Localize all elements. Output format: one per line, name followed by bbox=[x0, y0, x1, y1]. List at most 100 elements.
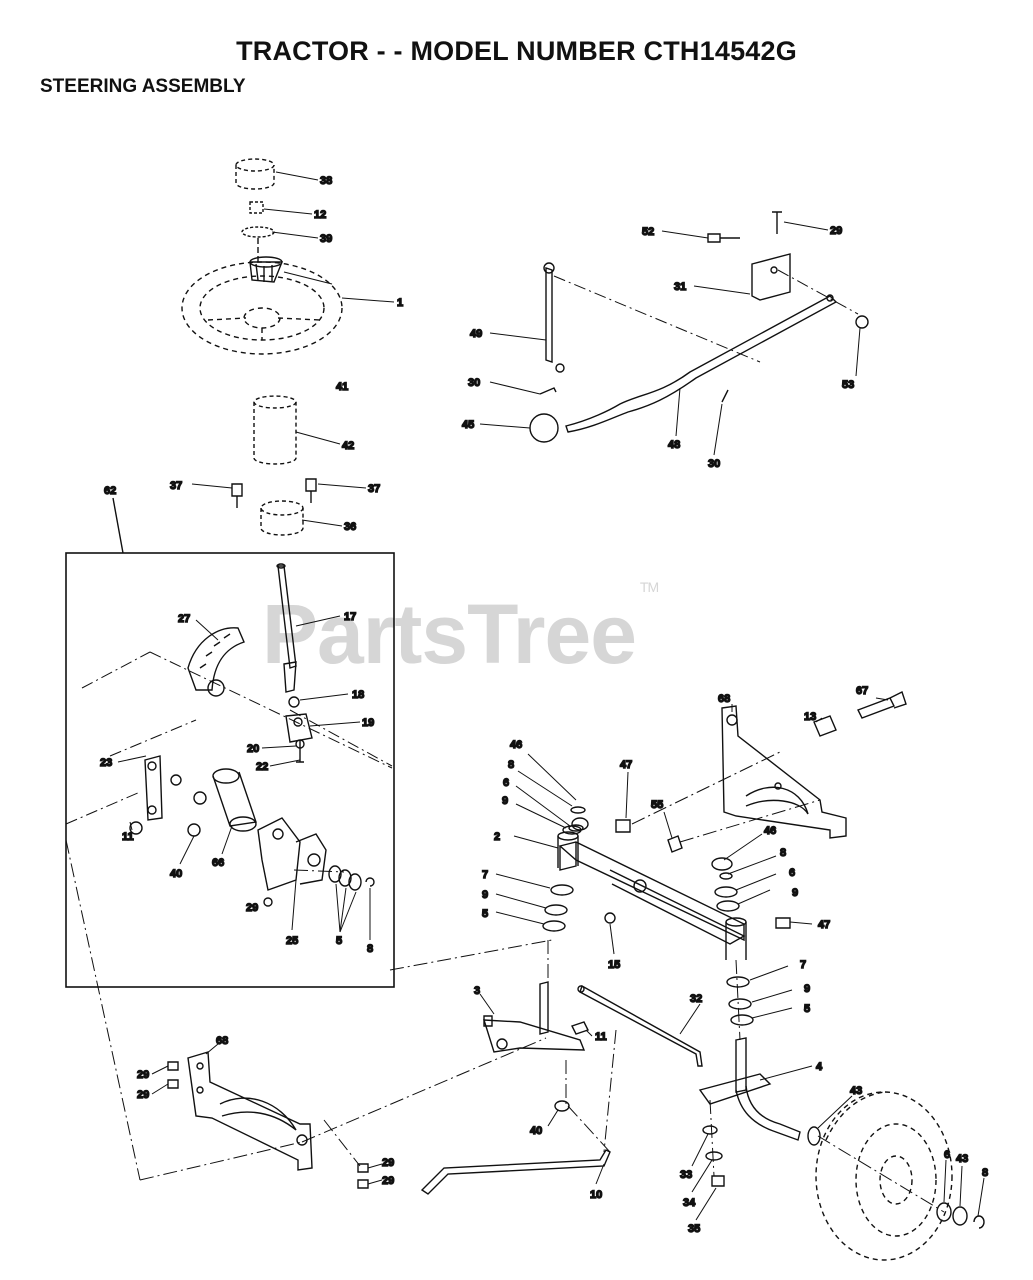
washer bbox=[544, 904, 568, 916]
washer bbox=[728, 998, 752, 1010]
callout-4: 4 bbox=[816, 1061, 823, 1073]
assembly-lines bbox=[65, 651, 393, 825]
steering-wheel bbox=[181, 261, 343, 355]
callout-6: 6 bbox=[789, 867, 795, 879]
washer bbox=[716, 900, 740, 912]
callout-43: 43 bbox=[956, 1153, 968, 1165]
nut bbox=[249, 201, 264, 214]
callout-38: 38 bbox=[320, 175, 332, 187]
callout-27: 27 bbox=[178, 613, 190, 625]
watermark-text: PartsTree bbox=[262, 587, 637, 681]
callout-43: 43 bbox=[850, 1085, 862, 1097]
callout-9: 9 bbox=[482, 889, 488, 901]
spacer-55 bbox=[667, 835, 683, 853]
flange-nut-47 bbox=[775, 917, 791, 929]
knob-45 bbox=[529, 413, 559, 443]
assembly-lines bbox=[65, 751, 945, 1213]
steering-adapter bbox=[249, 256, 284, 283]
lock-nut-53 bbox=[855, 315, 869, 329]
page-title: TRACTOR - - MODEL NUMBER CTH14542G bbox=[236, 36, 797, 66]
spindle-4 bbox=[698, 1037, 801, 1141]
washer-33 bbox=[702, 1125, 718, 1135]
callout-20: 20 bbox=[247, 743, 259, 755]
callout-40: 40 bbox=[530, 1125, 542, 1137]
callout-68: 68 bbox=[718, 693, 730, 705]
callout-33: 33 bbox=[680, 1169, 692, 1181]
front-wheel bbox=[815, 1091, 953, 1261]
nut-35 bbox=[711, 1175, 725, 1187]
callout-12: 12 bbox=[314, 209, 326, 221]
leader-lines bbox=[117, 171, 985, 1221]
callout-29: 29 bbox=[830, 225, 842, 237]
bolt bbox=[263, 897, 273, 907]
bushing-66 bbox=[193, 768, 257, 832]
hex-nut bbox=[187, 823, 201, 837]
callout-labels: 38 12 39 1 41 42 37 37 36 62 17 27 18 19… bbox=[99, 174, 989, 1235]
spacer-13 bbox=[813, 715, 837, 737]
callout-18: 18 bbox=[352, 689, 364, 701]
callout-13: 13 bbox=[804, 711, 816, 723]
cotter-pin bbox=[539, 387, 557, 395]
screw bbox=[357, 1179, 369, 1189]
axle-spindle-left bbox=[557, 831, 579, 868]
callout-35: 35 bbox=[688, 1223, 700, 1235]
washer bbox=[288, 696, 300, 708]
drag-link-49 bbox=[543, 262, 565, 373]
screw bbox=[167, 1061, 179, 1071]
callout-49: 49 bbox=[470, 328, 482, 340]
pivot-bracket bbox=[257, 817, 327, 891]
cap bbox=[711, 857, 733, 871]
screw bbox=[357, 1163, 369, 1173]
washer bbox=[568, 824, 584, 832]
callout-8: 8 bbox=[982, 1167, 988, 1179]
bushing bbox=[260, 500, 304, 536]
callout-39: 39 bbox=[320, 233, 332, 245]
mounting-bracket-31 bbox=[751, 253, 791, 301]
axle-spindle-right bbox=[725, 917, 747, 960]
callout-29: 29 bbox=[382, 1157, 394, 1169]
washer bbox=[542, 920, 566, 932]
callout-42: 42 bbox=[342, 440, 354, 452]
screw bbox=[305, 478, 317, 503]
callout-9: 9 bbox=[502, 795, 508, 807]
callout-47: 47 bbox=[818, 919, 830, 931]
callout-7: 7 bbox=[800, 959, 806, 971]
callout-31: 31 bbox=[674, 281, 686, 293]
nut-15 bbox=[604, 912, 616, 924]
callout-29: 29 bbox=[137, 1069, 149, 1081]
inset-frame bbox=[65, 552, 395, 988]
callout-5: 5 bbox=[336, 935, 342, 947]
callout-67: 67 bbox=[856, 685, 868, 697]
section-title: STEERING ASSEMBLY bbox=[40, 76, 246, 97]
callout-48: 48 bbox=[668, 439, 680, 451]
callout-68: 68 bbox=[216, 1035, 228, 1047]
washer-6 bbox=[936, 1202, 952, 1222]
callout-6: 6 bbox=[944, 1149, 950, 1161]
callout-9: 9 bbox=[804, 983, 810, 995]
washer bbox=[348, 873, 362, 891]
thrust-washer bbox=[726, 976, 750, 988]
frame-bracket-68-left bbox=[187, 1051, 313, 1171]
steering-rod-48 bbox=[565, 294, 838, 433]
callout-36: 36 bbox=[344, 521, 356, 533]
washer-40 bbox=[554, 1100, 570, 1112]
flange-nut bbox=[129, 821, 143, 835]
callout-53: 53 bbox=[842, 379, 854, 391]
callout-19: 19 bbox=[362, 717, 374, 729]
callout-22: 22 bbox=[256, 761, 268, 773]
callout-5: 5 bbox=[804, 1003, 810, 1015]
callout-9: 9 bbox=[792, 887, 798, 899]
callout-46: 46 bbox=[510, 739, 522, 751]
front-axle-2 bbox=[558, 841, 746, 945]
steering-shaft bbox=[276, 563, 297, 693]
bolt-67 bbox=[857, 691, 907, 719]
callout-45: 45 bbox=[462, 419, 474, 431]
callout-7: 7 bbox=[482, 869, 488, 881]
callout-46: 46 bbox=[764, 825, 776, 837]
callout-55: 55 bbox=[651, 799, 663, 811]
washer bbox=[295, 739, 305, 749]
washer bbox=[562, 825, 582, 835]
steering-cap bbox=[235, 158, 275, 190]
